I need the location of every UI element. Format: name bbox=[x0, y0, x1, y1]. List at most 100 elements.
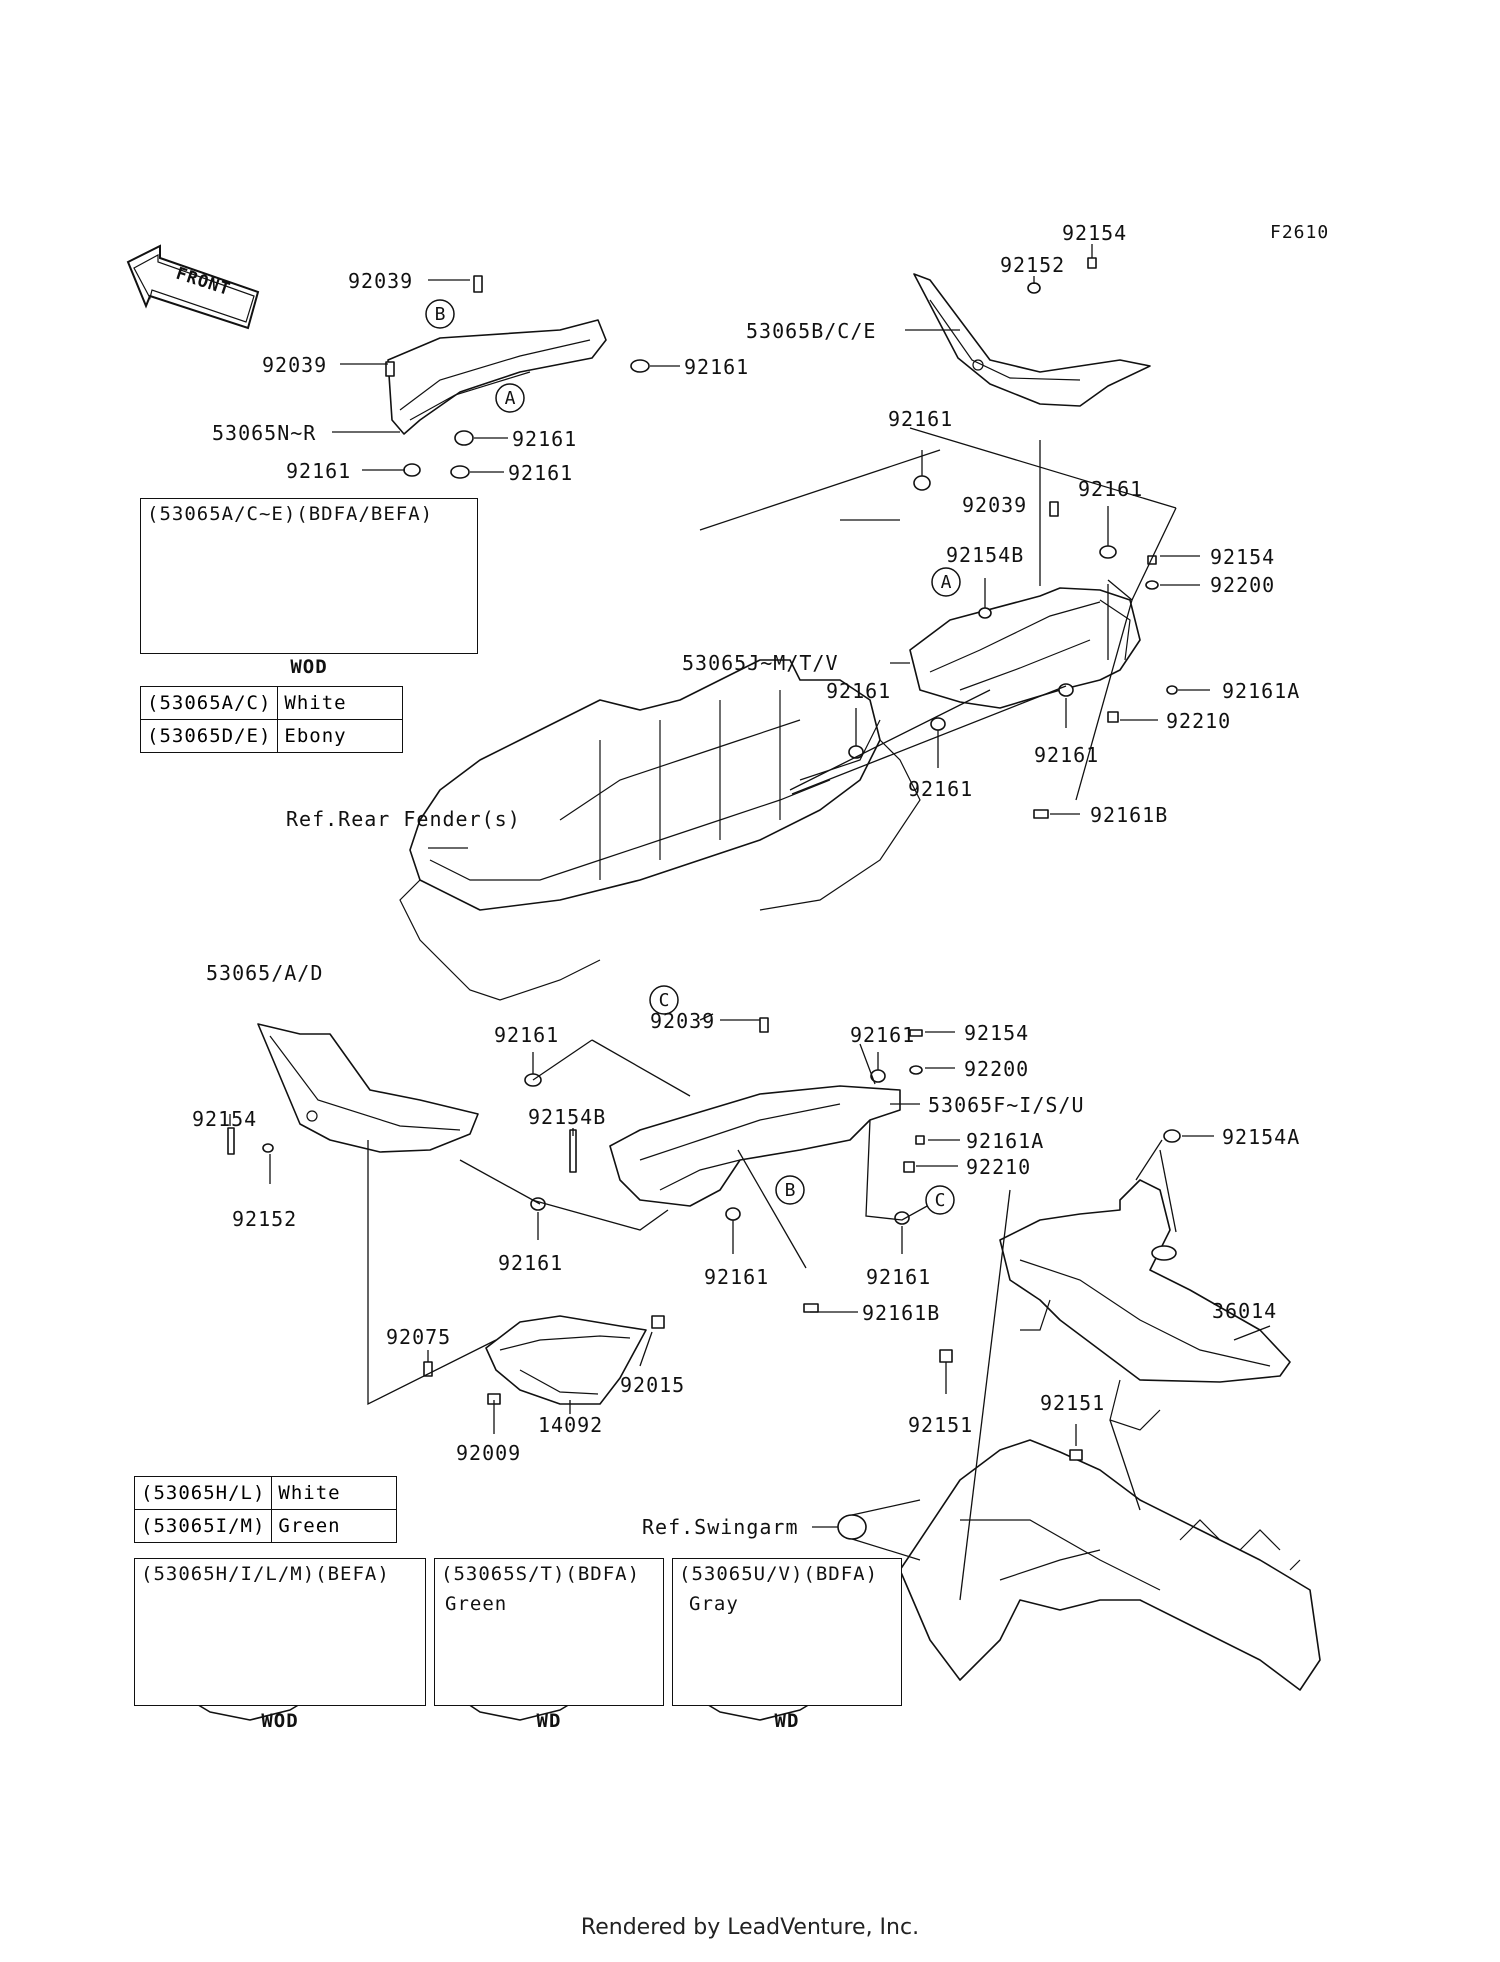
label-ref-swingarm: Ref.Swingarm bbox=[642, 1515, 799, 1539]
inset-bottom-3: (53065U/V)(BDFA) Gray bbox=[672, 1558, 902, 1706]
label-92154-b: 92154 bbox=[1210, 545, 1275, 569]
part-53065N-R[interactable] bbox=[387, 319, 607, 435]
table-cell: (53065A/C) bbox=[139, 686, 279, 720]
label-92009: 92009 bbox=[456, 1441, 521, 1465]
label-92154A: 92154A bbox=[1222, 1125, 1300, 1149]
inset-bottom-2-title: (53065S/T)(BDFA) bbox=[441, 1563, 641, 1585]
label-92154B-a: 92154B bbox=[946, 543, 1024, 567]
part-14092[interactable] bbox=[485, 1315, 647, 1405]
callout-a-2: A bbox=[931, 567, 961, 597]
label-92161-j: 92161 bbox=[494, 1023, 559, 1047]
label-92151-a: 92151 bbox=[1040, 1391, 1105, 1415]
svg-text:A: A bbox=[941, 572, 952, 593]
footer-credit: Rendered by LeadVenture, Inc. bbox=[580, 1915, 920, 1940]
part-labels[interactable]: 92039 92039 92161 53065N~R 92161 92161 9… bbox=[192, 221, 1300, 1539]
swingarm bbox=[837, 1439, 1321, 1691]
label-92161B-a: 92161B bbox=[1090, 803, 1168, 827]
svg-text:B: B bbox=[785, 1180, 796, 1201]
label-92210-b: 92210 bbox=[966, 1155, 1031, 1179]
table-row: (53065A/C) White bbox=[139, 686, 404, 720]
table-cell: (53065I/M) bbox=[133, 1509, 273, 1543]
inset-bottom-3-subtitle: Gray bbox=[689, 1593, 739, 1615]
label-92015: 92015 bbox=[620, 1373, 685, 1397]
leader-lines bbox=[229, 244, 1271, 1601]
label-92152-a: 92152 bbox=[1000, 253, 1065, 277]
label-92200-a: 92200 bbox=[1210, 573, 1275, 597]
table-cell: (53065D/E) bbox=[139, 719, 279, 753]
label-92161-a: 92161 bbox=[684, 355, 749, 379]
inset-bottom-3-title: (53065U/V)(BDFA) bbox=[679, 1563, 879, 1585]
figure-code: F2610 bbox=[1270, 222, 1330, 243]
inset-bottom-2-subtitle: Green bbox=[445, 1593, 508, 1615]
table-row: (53065D/E) Ebony bbox=[139, 719, 404, 753]
svg-text:C: C bbox=[659, 990, 670, 1011]
label-92161B-b: 92161B bbox=[862, 1301, 940, 1325]
label-92210-a: 92210 bbox=[1166, 709, 1231, 733]
part-36014[interactable] bbox=[999, 1179, 1291, 1431]
inset-top-footer: WOD bbox=[290, 656, 328, 678]
label-53065-A-D: 53065/A/D bbox=[206, 961, 323, 985]
color-table-2: (53065H/L) White (53065I/M) Green bbox=[133, 1476, 398, 1543]
label-92161-d: 92161 bbox=[508, 461, 573, 485]
callout-b-1: B bbox=[425, 299, 455, 329]
label-92161-m: 92161 bbox=[704, 1265, 769, 1289]
part-53065-A-D[interactable] bbox=[257, 1023, 479, 1153]
label-92161-n: 92161 bbox=[866, 1265, 931, 1289]
inset-bottom-3-footer: WD bbox=[774, 1710, 800, 1732]
label-92154-d: 92154 bbox=[192, 1107, 257, 1131]
label-ref-rear-fender: Ref.Rear Fender(s) bbox=[286, 807, 521, 831]
table-cell: White bbox=[271, 1476, 398, 1510]
inset-top: (53065A/C~E)(BDFA/BEFA) bbox=[140, 498, 478, 654]
rear-fender bbox=[399, 659, 921, 1001]
label-92161-g: 92161 bbox=[826, 679, 891, 703]
label-92039-a: 92039 bbox=[348, 269, 413, 293]
label-53065J-M-T-V: 53065J~M/T/V bbox=[682, 651, 839, 675]
table-row: (53065I/M) Green bbox=[133, 1509, 398, 1543]
label-92161A-b: 92161A bbox=[966, 1129, 1044, 1153]
table-cell: Ebony bbox=[277, 719, 404, 753]
label-92039-d: 92039 bbox=[650, 1009, 715, 1033]
label-92161A-a: 92161A bbox=[1222, 679, 1300, 703]
label-92161-k: 92161 bbox=[850, 1023, 915, 1047]
label-92161-h: 92161 bbox=[1034, 743, 1099, 767]
inset-bottom-1: (53065H/I/L/M)(BEFA) bbox=[134, 1558, 426, 1706]
label-53065F-I-S-U: 53065F~I/S/U bbox=[928, 1093, 1085, 1117]
part-53065F-I-S-U[interactable] bbox=[609, 1085, 901, 1207]
label-92075: 92075 bbox=[386, 1325, 451, 1349]
label-36014: 36014 bbox=[1212, 1299, 1277, 1323]
label-92161-b: 92161 bbox=[512, 427, 577, 451]
label-14092: 14092 bbox=[538, 1413, 603, 1437]
callout-c-1: C bbox=[649, 985, 679, 1015]
label-92154B-b: 92154B bbox=[528, 1105, 606, 1129]
inset-bottom-1-footer: WOD bbox=[261, 1710, 299, 1732]
inset-bottom-2-footer: WD bbox=[536, 1710, 562, 1732]
inset-top-title: (53065A/C~E)(BDFA/BEFA) bbox=[147, 503, 434, 525]
front-arrow-icon: FRONT bbox=[126, 244, 260, 330]
label-53065B-C-E: 53065B/C/E bbox=[746, 319, 876, 343]
part-53065B-C-E[interactable] bbox=[913, 273, 1151, 407]
label-53065N-R: 53065N~R bbox=[212, 421, 316, 445]
table-cell: Green bbox=[271, 1509, 398, 1543]
callout-a-1: A bbox=[495, 383, 525, 413]
label-92151-b: 92151 bbox=[908, 1413, 973, 1437]
part-53065J-M-T-V[interactable] bbox=[909, 587, 1141, 709]
label-92161-l: 92161 bbox=[498, 1251, 563, 1275]
color-table-1: (53065A/C) White (53065D/E) Ebony bbox=[139, 686, 404, 753]
table-row: (53065H/L) White bbox=[133, 1476, 398, 1510]
label-92161-f: 92161 bbox=[1078, 477, 1143, 501]
svg-text:A: A bbox=[505, 388, 516, 409]
svg-text:B: B bbox=[435, 304, 446, 325]
svg-text:C: C bbox=[935, 1190, 946, 1211]
label-92152-b: 92152 bbox=[232, 1207, 297, 1231]
label-92161-c: 92161 bbox=[286, 459, 351, 483]
label-92161-e: 92161 bbox=[888, 407, 953, 431]
label-92161-i: 92161 bbox=[908, 777, 973, 801]
table-cell: (53065H/L) bbox=[133, 1476, 273, 1510]
label-92154-c: 92154 bbox=[964, 1021, 1029, 1045]
label-92154-a: 92154 bbox=[1062, 221, 1127, 245]
label-92200-b: 92200 bbox=[964, 1057, 1029, 1081]
inset-bottom-2: (53065S/T)(BDFA) Green bbox=[434, 1558, 664, 1706]
callout-c-2: C bbox=[925, 1185, 955, 1215]
table-cell: White bbox=[277, 686, 404, 720]
inset-bottom-1-title: (53065H/I/L/M)(BEFA) bbox=[141, 1563, 390, 1585]
